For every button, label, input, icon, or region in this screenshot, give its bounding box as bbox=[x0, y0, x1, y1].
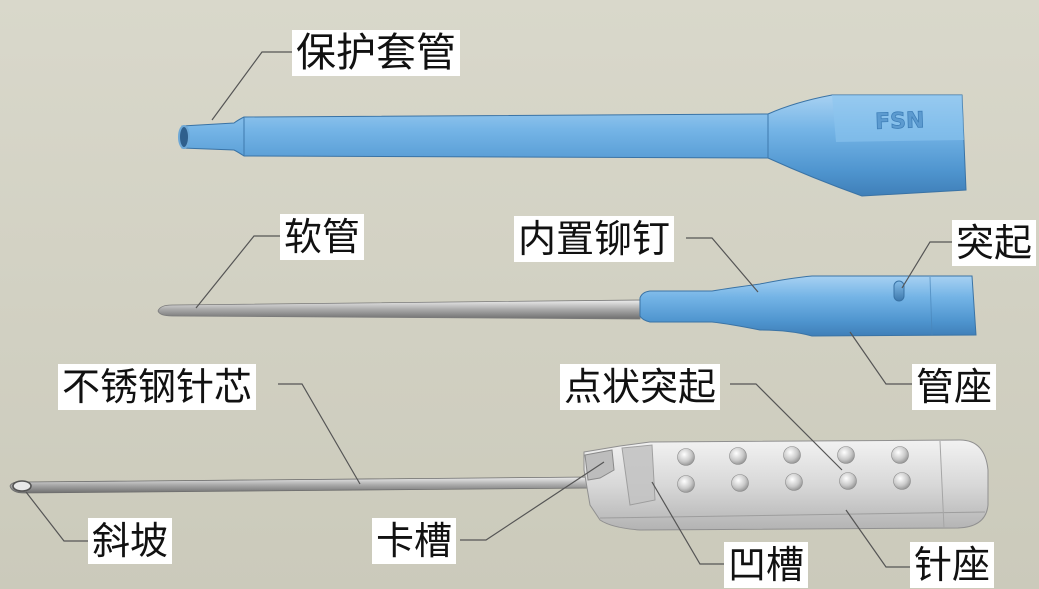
dot-protrusion bbox=[893, 472, 911, 490]
protrusion-mark bbox=[893, 280, 905, 302]
leader-slot bbox=[460, 461, 605, 541]
label-stainless-needle-core: 不锈钢针芯 bbox=[58, 364, 257, 410]
bevel-tip bbox=[12, 480, 32, 492]
protective-sheath: FSN bbox=[178, 94, 967, 197]
label-protective-sheath: 保护套管 bbox=[292, 30, 460, 76]
leader-lines bbox=[25, 51, 952, 568]
dot-protrusion bbox=[785, 473, 803, 491]
leader-protrusion bbox=[901, 241, 952, 289]
dot-protrusion bbox=[891, 446, 909, 464]
leader-bevel bbox=[25, 491, 88, 542]
sheath-body bbox=[181, 94, 967, 197]
leader-needle-seat bbox=[845, 509, 910, 568]
label-needle-seat: 针座 bbox=[910, 542, 995, 588]
seat-ridge bbox=[929, 276, 933, 336]
label-protrusion: 突起 bbox=[952, 220, 1037, 266]
soft-tube bbox=[157, 299, 641, 320]
dot-protrusion bbox=[783, 446, 801, 464]
seat-seam bbox=[599, 511, 986, 519]
leader-soft-tube bbox=[195, 235, 280, 309]
label-slot: 卡槽 bbox=[372, 518, 457, 564]
leader-tube-seat bbox=[849, 331, 912, 385]
dot-protrusion bbox=[677, 475, 695, 493]
label-bevel: 斜坡 bbox=[88, 518, 173, 564]
leader-dot-protrusion bbox=[730, 383, 843, 471]
dot-protrusion bbox=[729, 447, 747, 465]
needle-seat-groove bbox=[621, 444, 656, 506]
sheath-tip-opening bbox=[178, 125, 190, 149]
tube-seat bbox=[639, 275, 977, 337]
seat-end-ridge bbox=[939, 440, 945, 529]
dot-protrusion bbox=[731, 474, 749, 492]
dot-protrusion bbox=[677, 448, 695, 466]
sheath-handle-facet bbox=[832, 95, 964, 142]
leader-stainless-needle-core bbox=[278, 383, 361, 485]
label-groove: 凹槽 bbox=[724, 542, 809, 588]
label-soft-tube: 软管 bbox=[280, 214, 365, 260]
leader-built-in-rivet bbox=[686, 237, 759, 293]
label-built-in-rivet: 内置铆钉 bbox=[514, 216, 675, 262]
needle-core bbox=[9, 476, 591, 494]
needle-core-assembly bbox=[9, 439, 989, 531]
dot-protrusion bbox=[837, 446, 855, 464]
leader-protective-sheath bbox=[211, 51, 292, 121]
soft-tube-assembly bbox=[157, 275, 977, 337]
label-tube-seat: 管座 bbox=[912, 364, 997, 410]
sheath-logo: FSN bbox=[875, 108, 925, 135]
leader-groove bbox=[651, 481, 724, 565]
label-dot-protrusion: 点状突起 bbox=[560, 364, 721, 410]
dot-protrusion bbox=[839, 472, 857, 490]
dot-protrusions bbox=[677, 446, 911, 493]
